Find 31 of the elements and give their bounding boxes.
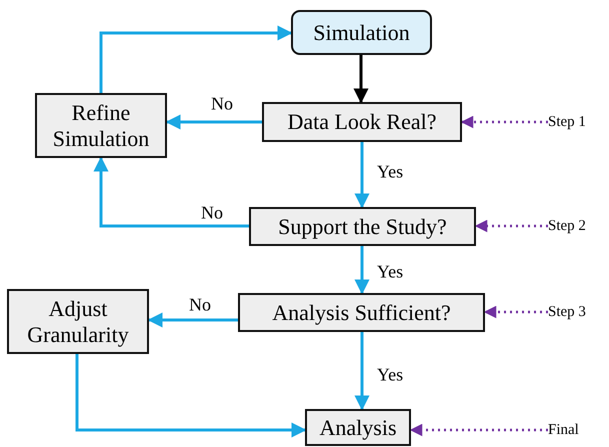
box-label: Data Look Real? bbox=[287, 109, 437, 135]
step-label: Step 3 bbox=[548, 304, 586, 320]
arrow bbox=[474, 220, 548, 232]
arrow bbox=[166, 114, 262, 130]
arrow bbox=[100, 26, 292, 93]
arrow bbox=[354, 332, 370, 410]
process-box bbox=[35, 93, 167, 158]
arrow bbox=[460, 116, 548, 128]
arrow bbox=[148, 312, 238, 328]
process-box bbox=[238, 293, 485, 332]
step-label: Final bbox=[548, 422, 579, 438]
start-box bbox=[291, 10, 432, 55]
arrow bbox=[354, 142, 370, 208]
arrow bbox=[484, 306, 548, 318]
process-box bbox=[262, 102, 462, 142]
arrow bbox=[94, 156, 249, 228]
box-label: Simulation bbox=[313, 20, 410, 46]
process-box bbox=[305, 409, 411, 446]
arrow bbox=[354, 55, 368, 104]
process-box bbox=[7, 289, 149, 354]
arrow bbox=[410, 424, 548, 436]
box-label: Analysis Sufficient? bbox=[272, 300, 451, 326]
arrow bbox=[76, 354, 306, 438]
arrow bbox=[354, 246, 370, 294]
box-label: Refine Simulation bbox=[52, 100, 150, 151]
box-label: Support the Study? bbox=[278, 214, 447, 240]
process-box bbox=[249, 207, 476, 246]
step-label: Step 1 bbox=[548, 114, 586, 130]
box-label: Adjust Granularity bbox=[26, 296, 130, 347]
step-label: Step 2 bbox=[548, 218, 586, 234]
box-label: Analysis bbox=[320, 414, 396, 440]
